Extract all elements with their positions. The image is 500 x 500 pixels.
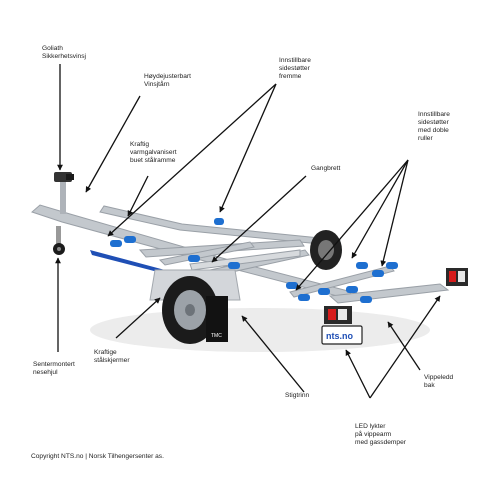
arrow-hoydejusterbart <box>85 95 141 193</box>
arrow-stigtrinn <box>241 315 305 393</box>
arrow-staalskjermer <box>115 297 161 339</box>
roller <box>360 296 372 303</box>
arrow-gangbrett <box>211 175 307 263</box>
arrow-ramme <box>127 175 149 217</box>
arrow-vippeledd <box>387 321 421 371</box>
roller <box>214 218 224 225</box>
label-nesehjul: Sentermontert nesehjul <box>33 361 75 376</box>
roller <box>188 255 200 262</box>
arrow-doble-2 <box>380 159 409 267</box>
label-staalskjermer: Kraftige stålskjermer <box>94 349 130 364</box>
label-sidestotter-doble: Innstillbare sidestøtter med doble rulle… <box>418 111 450 142</box>
label-stigtrinn: Stigtrinn <box>285 392 310 399</box>
plate-text: nts.no <box>326 331 353 341</box>
roller <box>110 240 122 247</box>
main-wheel: TMC <box>149 269 241 344</box>
roller <box>346 286 358 293</box>
fender-brand: TMC <box>211 333 222 339</box>
roller <box>386 262 398 269</box>
roller <box>356 262 368 269</box>
arrow-doble-3 <box>295 159 409 291</box>
arrow-sidestotter-fremme-1 <box>107 83 277 237</box>
trailer-frame <box>31 204 450 304</box>
roller <box>286 282 298 289</box>
roller <box>372 270 384 277</box>
roller <box>228 262 240 269</box>
winch-tower <box>54 172 74 214</box>
arrow-led-1 <box>345 349 371 399</box>
label-led: LED lykter på vippearm med gassdemper <box>355 423 406 446</box>
rear-lamp-right <box>446 268 468 286</box>
annotation-arrows <box>55 64 441 399</box>
label-hoydejusterbart: Høydejusterbart Vinsjtårn <box>144 73 191 88</box>
copyright-text: Copyright NTS.no | Norsk Tilhengersenter… <box>31 453 164 460</box>
license-plate: nts.no <box>321 325 363 345</box>
arrow-sidestotter-fremme-2 <box>219 83 277 213</box>
roller <box>318 288 330 295</box>
arrow-doble-1 <box>351 159 409 259</box>
label-vippeledd: Vippeledd bak <box>424 374 454 389</box>
arrow-led-2 <box>369 295 441 399</box>
label-goliath: Goliath Sikkerhetsvinsj <box>42 45 86 60</box>
roller <box>298 294 310 301</box>
rear-lamp-left <box>324 306 352 324</box>
rollers <box>110 218 398 303</box>
label-sidestotter-fremme: Innstillbare sidestøtter fremme <box>279 57 311 80</box>
rear-wheel <box>310 230 342 270</box>
label-kraftig-ramme: Kraftig varmgalvanisert buet stålramme <box>130 141 177 164</box>
nose-wheel <box>53 226 65 255</box>
label-gangbrett: Gangbrett <box>311 165 341 172</box>
roller <box>124 236 136 243</box>
